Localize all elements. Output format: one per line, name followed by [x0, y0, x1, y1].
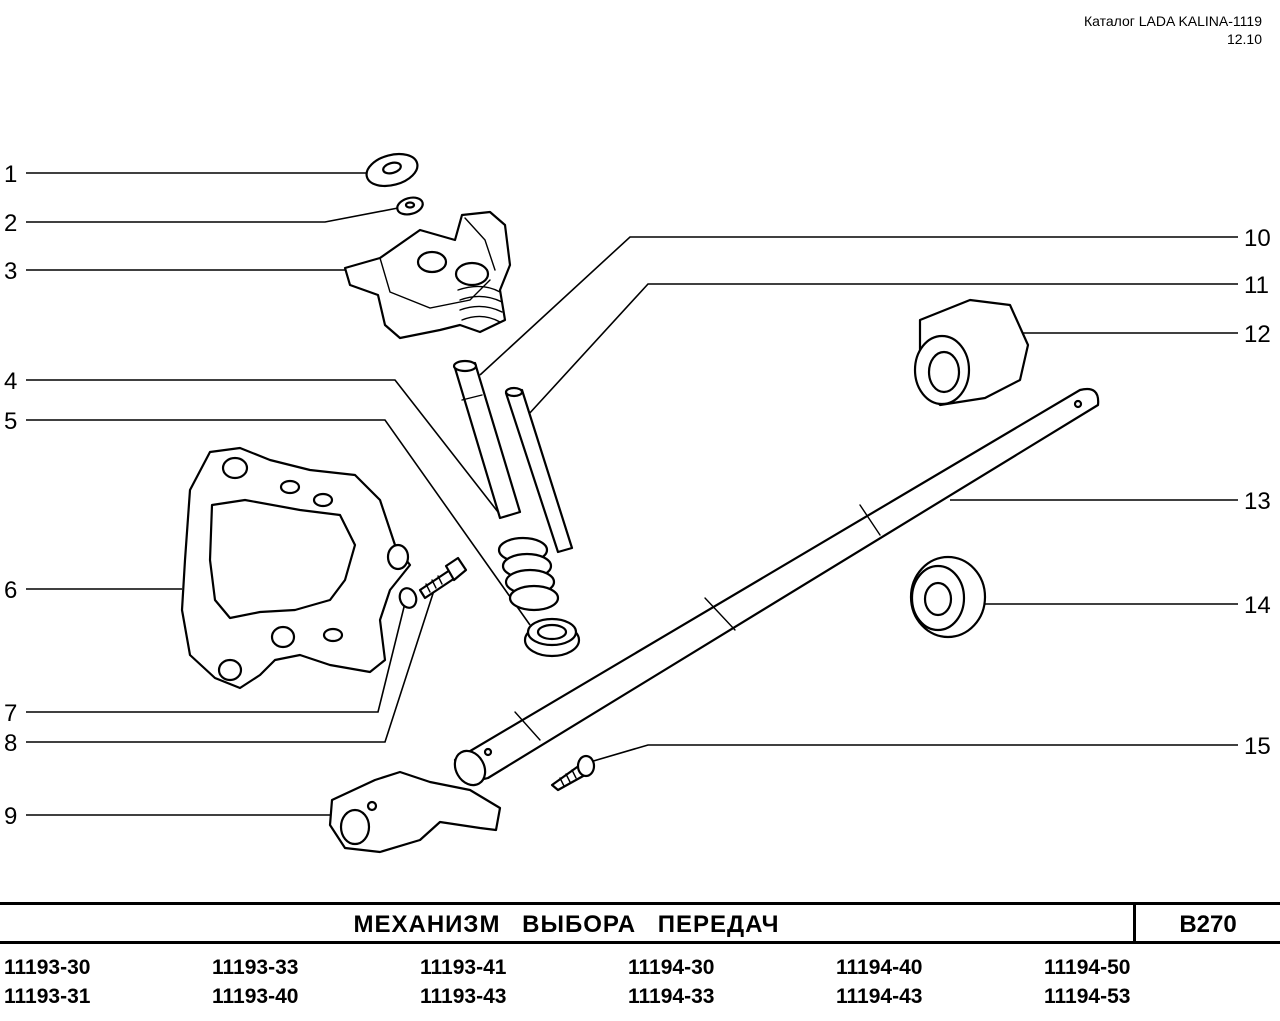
model-code: 11194-30 [628, 956, 715, 979]
catalog-date: 12.10 [1226, 31, 1262, 47]
leader-10 [479, 236, 1238, 376]
leader-5 [26, 419, 531, 626]
part-selector-lever [328, 770, 502, 854]
part-lock-bracket [343, 210, 512, 340]
part-screw [550, 754, 596, 792]
callout-numbers: 1 2 3 4 5 6 7 8 9 10 11 12 13 14 15 [4, 161, 1271, 830]
callout-8: 8 [4, 730, 17, 757]
parts-diagram: 1 2 3 4 5 6 7 8 9 10 11 12 13 14 15 [4, 152, 1271, 854]
leader-2 [26, 207, 399, 223]
assembly-code: B270 [1179, 911, 1237, 938]
leader-lines [26, 172, 1238, 816]
model-code: 11194-43 [836, 985, 923, 1008]
part-spring [497, 536, 560, 612]
part-bearing [909, 555, 987, 639]
part-washer [365, 152, 419, 188]
callout-14: 14 [1244, 592, 1271, 619]
model-code: 11194-40 [836, 956, 923, 979]
title-divider [1133, 905, 1136, 941]
callout-12: 12 [1244, 321, 1271, 348]
model-code: 11193-43 [420, 985, 507, 1008]
part-rod [504, 386, 574, 554]
title-bar: МЕХАНИЗМ ВЫБОРА ПЕРЕДАЧ B270 [0, 902, 1280, 944]
catalog-header: Каталог LADA KALINA-1119 12.10 [1084, 12, 1262, 48]
part-bolt [418, 556, 468, 600]
leader-11 [527, 283, 1238, 416]
callout-5: 5 [4, 408, 17, 435]
catalog-title: Каталог LADA KALINA-1119 [1083, 13, 1262, 29]
part-spring-washer [398, 587, 418, 609]
callout-10: 10 [1244, 225, 1271, 252]
callout-13: 13 [1244, 488, 1271, 515]
leader-8 [26, 577, 439, 743]
part-selector-shaft [453, 387, 1100, 787]
model-code: 11193-31 [4, 985, 91, 1008]
model-code: 11193-40 [212, 985, 299, 1008]
assembly-title: МЕХАНИЗМ ВЫБОРА ПЕРЕДАЧ [353, 911, 780, 938]
model-code: 11193-30 [4, 956, 91, 979]
callout-15: 15 [1244, 733, 1271, 760]
callout-1: 1 [4, 161, 17, 188]
leader-4 [26, 379, 499, 513]
callout-3: 3 [4, 258, 17, 285]
callout-9: 9 [4, 803, 17, 830]
part-bush [913, 298, 1030, 407]
part-pin [452, 359, 522, 520]
model-code: 11193-33 [212, 956, 299, 979]
callout-2: 2 [4, 210, 17, 237]
callout-6: 6 [4, 577, 17, 604]
leader-15 [589, 744, 1238, 763]
part-selector-frame [180, 446, 412, 690]
model-code: 11194-53 [1044, 985, 1131, 1008]
part-spring-seat [523, 617, 581, 658]
callout-4: 4 [4, 368, 17, 395]
model-code: 11193-41 [420, 956, 507, 979]
model-code: 11194-33 [628, 985, 715, 1008]
leader-7 [26, 602, 406, 713]
callout-7: 7 [4, 700, 17, 727]
model-code: 11194-50 [1044, 956, 1131, 979]
callout-11: 11 [1244, 272, 1269, 299]
part-small-washer [396, 196, 424, 216]
